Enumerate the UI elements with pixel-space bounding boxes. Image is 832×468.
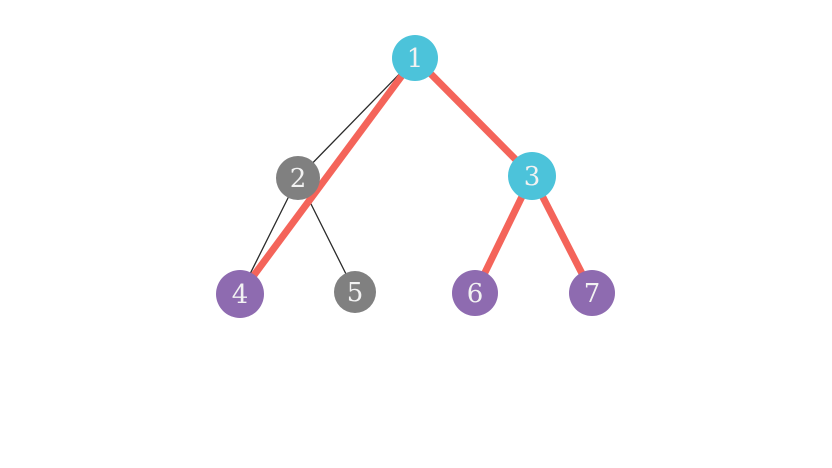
node-5[interactable]: 5 xyxy=(334,271,376,313)
node-3[interactable]: 3 xyxy=(508,152,556,200)
node-circle-2[interactable] xyxy=(276,156,320,200)
edge-1-4 xyxy=(237,55,418,297)
node-circle-1[interactable] xyxy=(392,35,438,81)
node-layer: 1 2 3 4 5 6 7 xyxy=(216,35,615,318)
edge-1-2 xyxy=(297,57,416,179)
node-6[interactable]: 6 xyxy=(452,270,498,316)
node-circle-3[interactable] xyxy=(508,152,556,200)
node-circle-4[interactable] xyxy=(216,270,264,318)
node-4[interactable]: 4 xyxy=(216,270,264,318)
edge-1-3 xyxy=(412,55,535,179)
node-circle-7[interactable] xyxy=(569,270,615,316)
node-circle-5[interactable] xyxy=(334,271,376,313)
node-1[interactable]: 1 xyxy=(392,35,438,81)
node-7[interactable]: 7 xyxy=(569,270,615,316)
node-2[interactable]: 2 xyxy=(276,156,320,200)
node-circle-6[interactable] xyxy=(452,270,498,316)
